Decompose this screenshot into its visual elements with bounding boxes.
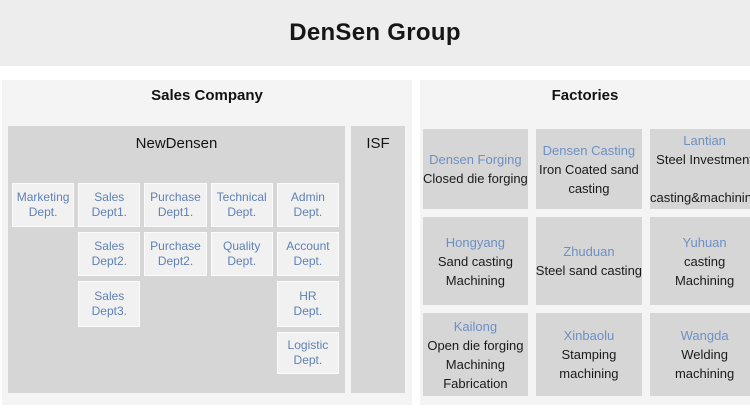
factory-description-line: Machining [445, 356, 506, 372]
factory-name: Zhuduan [563, 244, 615, 259]
factory-description-line: casting [683, 253, 726, 269]
dept-label-line: Dept. [227, 205, 257, 219]
factory-name: Yuhuan [682, 234, 727, 250]
factory-description-line: casting [568, 180, 610, 196]
dept-label-line: Dept. [227, 254, 257, 268]
factory-description-line: Machining [445, 272, 506, 288]
dept-label-line: Dept. [28, 205, 58, 219]
isf-label: ISF [366, 135, 390, 152]
factory-name: Wangda [680, 328, 729, 343]
app-title: DenSen Group [289, 19, 461, 46]
dept-label-line: Purchase [150, 190, 201, 204]
header-bar: DenSen Group [0, 0, 750, 66]
dept-label-line: Dept3. [91, 304, 127, 318]
factory-description-line: Open die forging [427, 337, 524, 353]
sales-company-title: Sales Company [151, 87, 263, 104]
factories-title: Factories [551, 87, 619, 104]
factory-description-line: Welding [681, 347, 728, 362]
dept-label-line: Dept2. [157, 254, 194, 268]
dept-label-line: Dept1. [91, 205, 127, 219]
dept-label-line: Technical [216, 190, 267, 204]
newdensen-label: NewDensen [135, 135, 218, 152]
factory-description-line: Iron Coated sand [539, 161, 639, 177]
factory-name: Xinbaolu [563, 328, 615, 343]
dept-label-line: Sales [94, 239, 125, 253]
factory-description-line: Fabrication [443, 375, 508, 391]
factory-name: Densen Casting [542, 142, 636, 158]
dept-label-line: Purchase [150, 239, 201, 253]
dept-label-line: Sales [94, 190, 125, 204]
dept-label-line: Dept. [293, 205, 323, 219]
factory-name: Hongyang [445, 234, 506, 250]
factory-description-line: Steel sand casting [535, 263, 643, 278]
factory-name: Lantian [683, 133, 726, 148]
factory-description-line: Sand casting [437, 253, 513, 269]
dept-label-line: Admin [290, 190, 325, 204]
dept-label-line: Dept. [293, 304, 323, 318]
dept-label-line: Quality [223, 239, 261, 253]
dept-label-line: Dept. [293, 353, 323, 367]
isf-group-box: ISF [351, 126, 405, 393]
factory-description-line: Machining [674, 272, 735, 288]
factory-description-line: casting&machining [650, 190, 750, 205]
dept-label-line: Dept2. [91, 254, 127, 268]
dept-label-line: Logistic [287, 338, 329, 352]
factory-description-line: Stamping [561, 347, 617, 362]
factory-name: Kailong [453, 318, 498, 334]
dept-label-line: Sales [94, 289, 125, 303]
factory-name: Densen Forging [429, 152, 522, 167]
factory-description-line: machining [674, 366, 735, 381]
factory-description-line: Closed die forging [423, 171, 528, 186]
dept-label-line: Account [286, 239, 330, 253]
dept-label-line: Dept. [293, 254, 323, 268]
dept-label-line: HR [299, 289, 317, 303]
factory-description-line: Steel Investment [656, 152, 750, 167]
factory-description-line: machining [559, 366, 619, 381]
dept-label-line: Dept1. [157, 205, 194, 219]
dept-label-line: Marketing [16, 190, 70, 204]
factory-description-line [703, 169, 707, 188]
